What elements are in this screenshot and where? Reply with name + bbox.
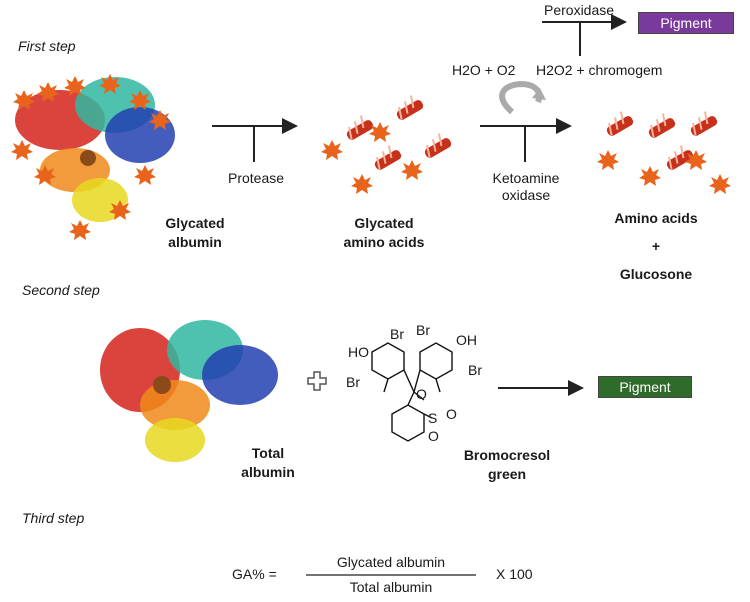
total-albumin-label: Total albumin [241,445,295,480]
peroxidase-label: Peroxidase [544,2,615,18]
atom-ho-left: HO [348,344,369,360]
products-label: Amino acids + Glucosone [614,210,698,282]
formula-denominator: Total albumin [349,579,433,595]
glycated-albumin-label: Glycated albumin [165,215,225,250]
atom-br-bottom-right: Br [468,362,482,378]
protease-label: Protease [228,170,285,186]
atom-o-s-bottom: O [428,428,439,444]
formula-numerator: Glycated albumin [336,554,446,570]
amino-acids-graphic [597,110,731,194]
formula-lhs: GA% = [232,566,277,582]
bromocresol-label: Bromocresol green [463,447,551,482]
plus-icon [307,371,327,391]
ketoamine-oxidase-label: Ketoamine oxidase [492,170,560,203]
atom-br-bottom-left: Br [346,374,360,390]
first-step-label: First step [18,38,76,54]
atom-br-top-left: Br [390,326,404,342]
glycated-amino-acids-label: Glycated amino acids [343,215,425,250]
atom-br-top-right: Br [416,322,430,338]
h2o2-chromogem-label: H2O2 + chromogem [536,62,663,78]
pigment-green: Pigment [598,376,692,398]
curved-arrow-head [532,88,546,100]
total-albumin-protein [100,320,278,462]
atom-o-ring: O [416,386,427,402]
second-step-label: Second step [22,282,100,298]
atom-s: S [428,410,438,426]
third-step-label: Third step [22,510,85,526]
bromocresol-structure [371,342,453,442]
glycated-amino-acids-graphic [321,94,454,194]
pigment-purple: Pigment [638,12,734,34]
h2o-o2-label: H2O + O2 [452,62,516,78]
atom-o-s-right: O [446,406,457,422]
atom-oh-right: OH [456,332,477,348]
formula-multiplier: X 100 [496,566,533,582]
glycated-albumin-protein [11,74,175,240]
